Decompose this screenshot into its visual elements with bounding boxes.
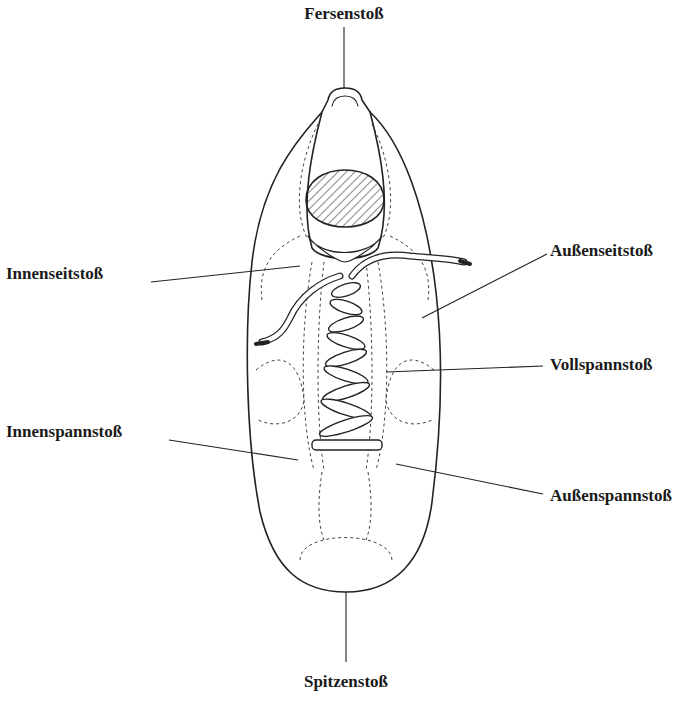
- part-label: Außenspannstoß: [549, 486, 673, 506]
- part-label: Fersenstoß: [303, 4, 384, 24]
- part-label: Außenseitstoß: [549, 241, 654, 261]
- part-label: Spitzenstoß: [303, 672, 389, 692]
- part-label: Innenspannstoß: [5, 422, 123, 442]
- part-label: Innenseitstoß: [5, 264, 104, 284]
- part-label: Vollspannstoß: [549, 355, 653, 375]
